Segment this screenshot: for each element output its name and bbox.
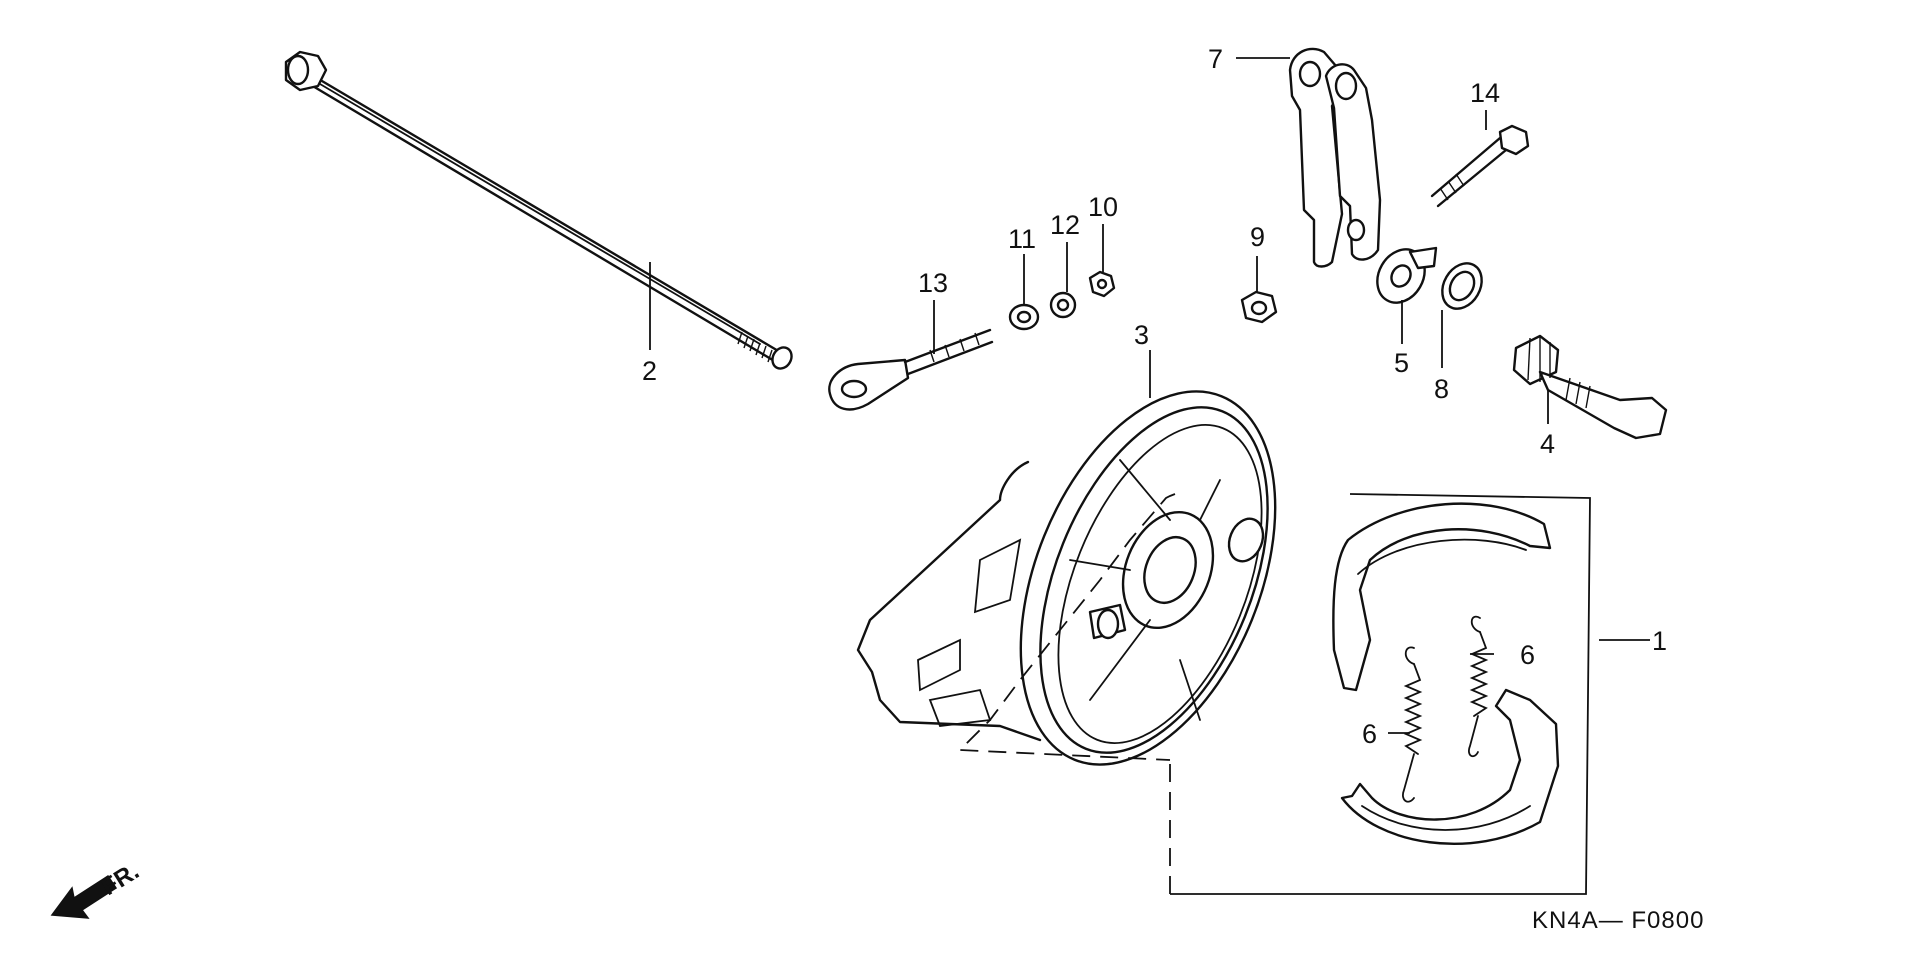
callout-10: 10 — [1088, 192, 1118, 222]
callout-labels: 1 2 3 4 5 6 6 7 8 9 10 11 12 13 14 — [642, 44, 1667, 749]
brake-shoe-set — [957, 493, 1591, 895]
callout-13: 13 — [918, 268, 948, 298]
bolt-14 — [1430, 124, 1530, 208]
callout-8: 8 — [1434, 374, 1449, 404]
nut-9 — [1240, 290, 1278, 324]
callout-2: 2 — [642, 356, 657, 386]
front-direction-indicator: FR. — [50, 858, 144, 919]
callout-11: 11 — [1008, 224, 1036, 254]
washer-11 — [1008, 303, 1040, 331]
adjusting-bolt — [828, 328, 994, 411]
spring-washer-12 — [1049, 291, 1077, 319]
axle-thread — [737, 331, 773, 363]
callout-leaders — [649, 57, 1650, 734]
diagram-code: KN4A— F0800 — [1532, 907, 1704, 934]
axle — [284, 50, 793, 370]
callout-6a: 6 — [1520, 640, 1535, 670]
return-spring-right — [1468, 615, 1489, 758]
callout-5: 5 — [1394, 348, 1409, 378]
callout-9: 9 — [1250, 222, 1265, 252]
nut-10 — [1088, 270, 1116, 298]
indicator-washer — [1376, 246, 1438, 304]
brake-cam — [1512, 334, 1668, 440]
callout-7: 7 — [1208, 44, 1223, 74]
callout-1: 1 — [1652, 626, 1667, 656]
front-arrow-icon — [50, 874, 118, 919]
callout-4: 4 — [1540, 429, 1555, 459]
felt-seal — [1441, 262, 1483, 310]
return-spring-left — [1402, 646, 1423, 803]
brake-panel — [856, 390, 1277, 766]
brake-arm — [1288, 47, 1382, 268]
callout-3: 3 — [1134, 320, 1149, 350]
callout-12: 12 — [1050, 210, 1080, 240]
callout-14: 14 — [1470, 78, 1500, 108]
callout-6b: 6 — [1362, 719, 1377, 749]
